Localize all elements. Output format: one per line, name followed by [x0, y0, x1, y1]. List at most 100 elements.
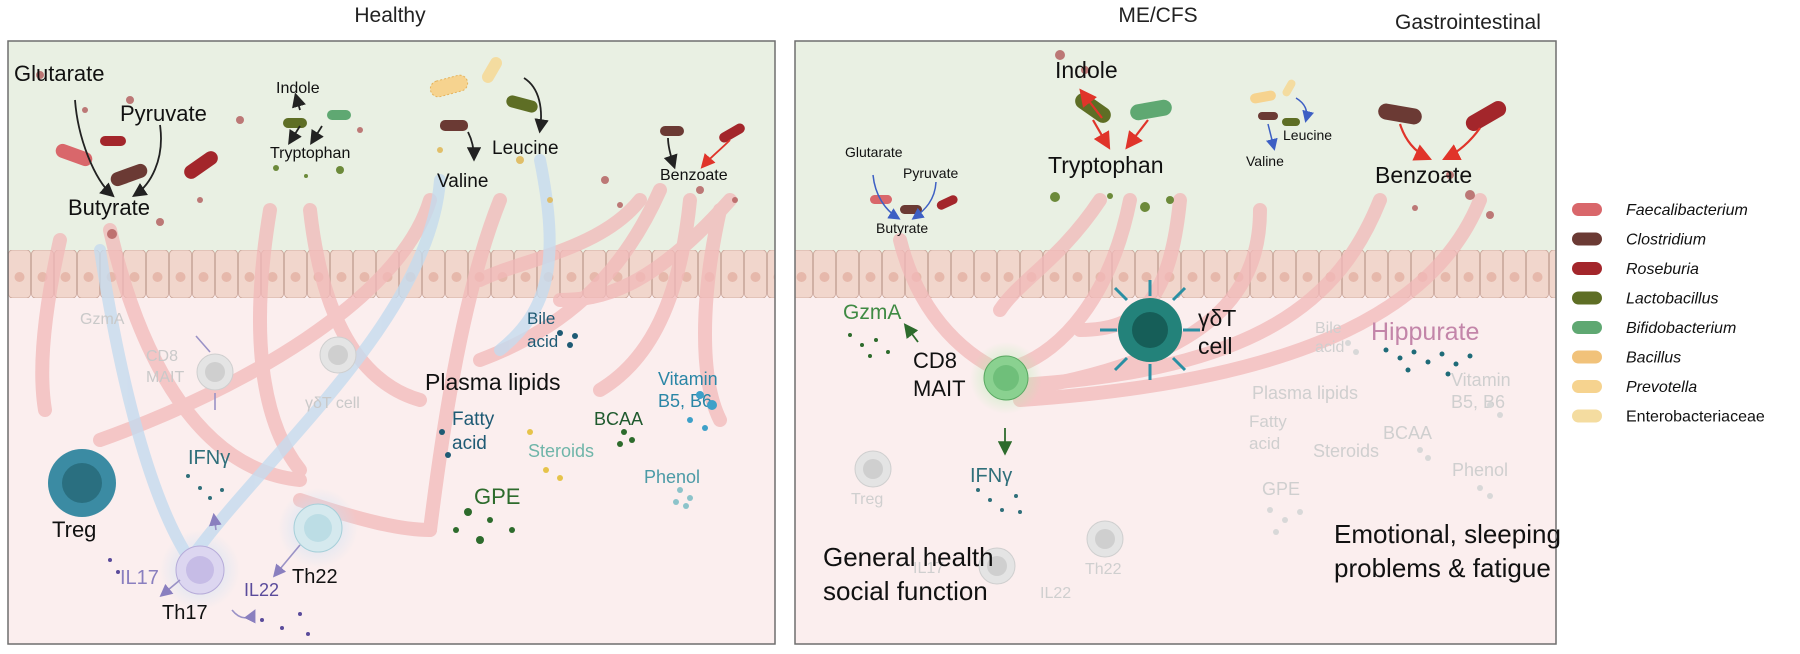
butyrate-label: Butyrate: [68, 195, 150, 220]
mecfs-lumen-dots: [1055, 50, 1494, 219]
mecfs-cytokine-dots: [848, 333, 1022, 514]
mecfs-gzma-label: GzmA: [843, 301, 901, 324]
mecfs-bacteria: [870, 79, 1507, 214]
plasma-lipids-label: Plasma lipids: [425, 369, 561, 395]
mecfs-tryptophan-label: Tryptophan: [1048, 152, 1164, 178]
mecfs-cell-labels: GzmA CD8 MAIT γδT cell IFNγ Treg IL17 IL…: [843, 301, 1236, 602]
treg-label: Treg: [52, 517, 96, 542]
legend-swatch: [1572, 350, 1602, 364]
healthy-lumen-dots: [36, 71, 738, 239]
legend-swatch: [1572, 232, 1602, 246]
bile-label-1: Bile: [527, 309, 555, 328]
healthy-bacteria: [55, 57, 745, 187]
leucine-label: Leucine: [492, 138, 559, 159]
healthy-val-dots: [437, 147, 553, 203]
mecfs-mait-label: MAIT: [913, 376, 966, 401]
legend-swatch: [1572, 291, 1602, 305]
gzma-label: GzmA: [80, 311, 125, 328]
healthy-plasma: Bile acid Plasma lipids Vitamin B5, B6 F…: [425, 309, 718, 509]
legend-item: Lactobacillus: [1572, 291, 1719, 308]
legend-label: Clostridium: [1626, 232, 1706, 249]
mecfs-outcomes: General health social function Emotional…: [823, 519, 1561, 606]
healthy-blue-tracts: [94, 154, 556, 566]
general-health-label-1: General health: [823, 542, 994, 572]
th22-label: Th22: [292, 566, 338, 588]
legend-label: Enterobacteriaceae: [1626, 409, 1765, 426]
bile-label-2: acid: [527, 332, 558, 351]
mecfs-plasma-dots: [1267, 340, 1503, 535]
mecfs-immune-arrows: [903, 323, 1013, 456]
legend-item: Roseburia: [1572, 261, 1699, 278]
phenol-label: Phenol: [644, 467, 700, 487]
il17-label: IL17: [120, 567, 159, 589]
healthy-red-arrow: [700, 139, 731, 169]
indole-label: Indole: [276, 80, 320, 97]
hippurate-dots: [1383, 347, 1473, 377]
legend-item: Bacillus: [1572, 350, 1681, 367]
legend-swatch: [1572, 321, 1602, 334]
healthy-tracts: [35, 183, 737, 537]
mecfs-indole-label: Indole: [1055, 57, 1118, 83]
mecfs-valine-label: Valine: [1246, 153, 1284, 169]
legend-item: Enterobacteriaceae: [1572, 409, 1765, 426]
gpe-label: GPE: [474, 484, 520, 509]
mecfs-red-arrows: [1079, 88, 1481, 161]
gi-label-1: Gastrointestinal: [1395, 11, 1541, 34]
legend-label: Roseburia: [1626, 261, 1699, 278]
il22-label: IL22: [244, 580, 279, 600]
mecfs-glutarate-label: Glutarate: [845, 144, 903, 160]
healthy-frame: [7, 40, 776, 645]
cd8-label: CD8: [146, 348, 178, 365]
mecfs-trp-dots: [1050, 192, 1174, 212]
mecfs-bile-label-2: acid: [1315, 339, 1344, 356]
tryptophan-label: Tryptophan: [270, 145, 350, 162]
healthy-plasma-dots: [439, 330, 717, 544]
benzoate-label: Benzoate: [660, 167, 728, 184]
mecfs-il22-label: IL22: [1040, 585, 1071, 602]
healthy-title: Healthy: [354, 4, 426, 27]
mecfs-gdt-label-1: γδT: [1198, 305, 1236, 331]
valine-label: Valine: [437, 171, 488, 192]
mait-label: MAIT: [146, 369, 184, 386]
healthy-cytokine-arrows: [159, 335, 301, 624]
bcaa-label: BCAA: [594, 409, 643, 429]
mecfs-th22-label: Th22: [1085, 561, 1122, 578]
pyruvate-label: Pyruvate: [120, 101, 207, 126]
legend: FaecalibacteriumClostridiumRoseburiaLact…: [1572, 202, 1765, 426]
fatty-label-1: Fatty: [452, 409, 495, 430]
hippurate-label: Hippurate: [1371, 318, 1479, 346]
mecfs-metabolites: Indole Tryptophan Glutarate Pyruvate But…: [845, 57, 1472, 236]
healthy-trp-dots: [273, 165, 344, 178]
emotional-label-1: Emotional, sleeping: [1334, 519, 1561, 549]
emotional-label-2: problems & fatigue: [1334, 553, 1551, 583]
th17-label: Th17: [162, 602, 208, 624]
legend-label: Faecalibacterium: [1626, 202, 1748, 219]
mecfs-bcaa-label: BCAA: [1383, 423, 1432, 443]
mecfs-vitamin-label-1: Vitamin: [1451, 370, 1511, 390]
mecfs-cd8-label: CD8: [913, 348, 957, 373]
mecfs-phenol-label: Phenol: [1452, 460, 1508, 480]
legend-swatch: [1572, 262, 1602, 275]
legend-swatch: [1572, 203, 1602, 216]
mecfs-il17-label: IL17: [913, 560, 944, 577]
mecfs-gdt-label-2: cell: [1198, 333, 1233, 359]
vitamin-label-1: Vitamin: [658, 369, 718, 389]
mecfs-immune-cells: [854, 280, 1200, 585]
legend-label: Bacillus: [1626, 350, 1681, 367]
legend-item: Clostridium: [1572, 232, 1706, 249]
fatty-label-2: acid: [452, 433, 487, 454]
healthy-cytokine-dots: [108, 474, 310, 636]
healthy-metabolites: Glutarate Pyruvate Butyrate Indole Trypt…: [14, 61, 728, 220]
mecfs-plasma-lipids-label: Plasma lipids: [1252, 383, 1358, 403]
mecfs-blue-arrows: [872, 97, 1315, 220]
mecfs-fatty-label-1: Fatty: [1249, 412, 1287, 431]
vitamin-label-2: B5, B6: [658, 391, 712, 411]
legend-item: Faecalibacterium: [1572, 202, 1748, 219]
legend-swatch: [1572, 380, 1602, 393]
healthy-panel: Healthy: [7, 4, 776, 645]
mecfs-steroids-label: Steroids: [1313, 441, 1379, 461]
healthy-arrows: [74, 77, 678, 198]
legend-label: Bifidobacterium: [1626, 320, 1736, 337]
glutarate-label: Glutarate: [14, 61, 105, 86]
mecfs-leucine-label: Leucine: [1283, 127, 1332, 143]
